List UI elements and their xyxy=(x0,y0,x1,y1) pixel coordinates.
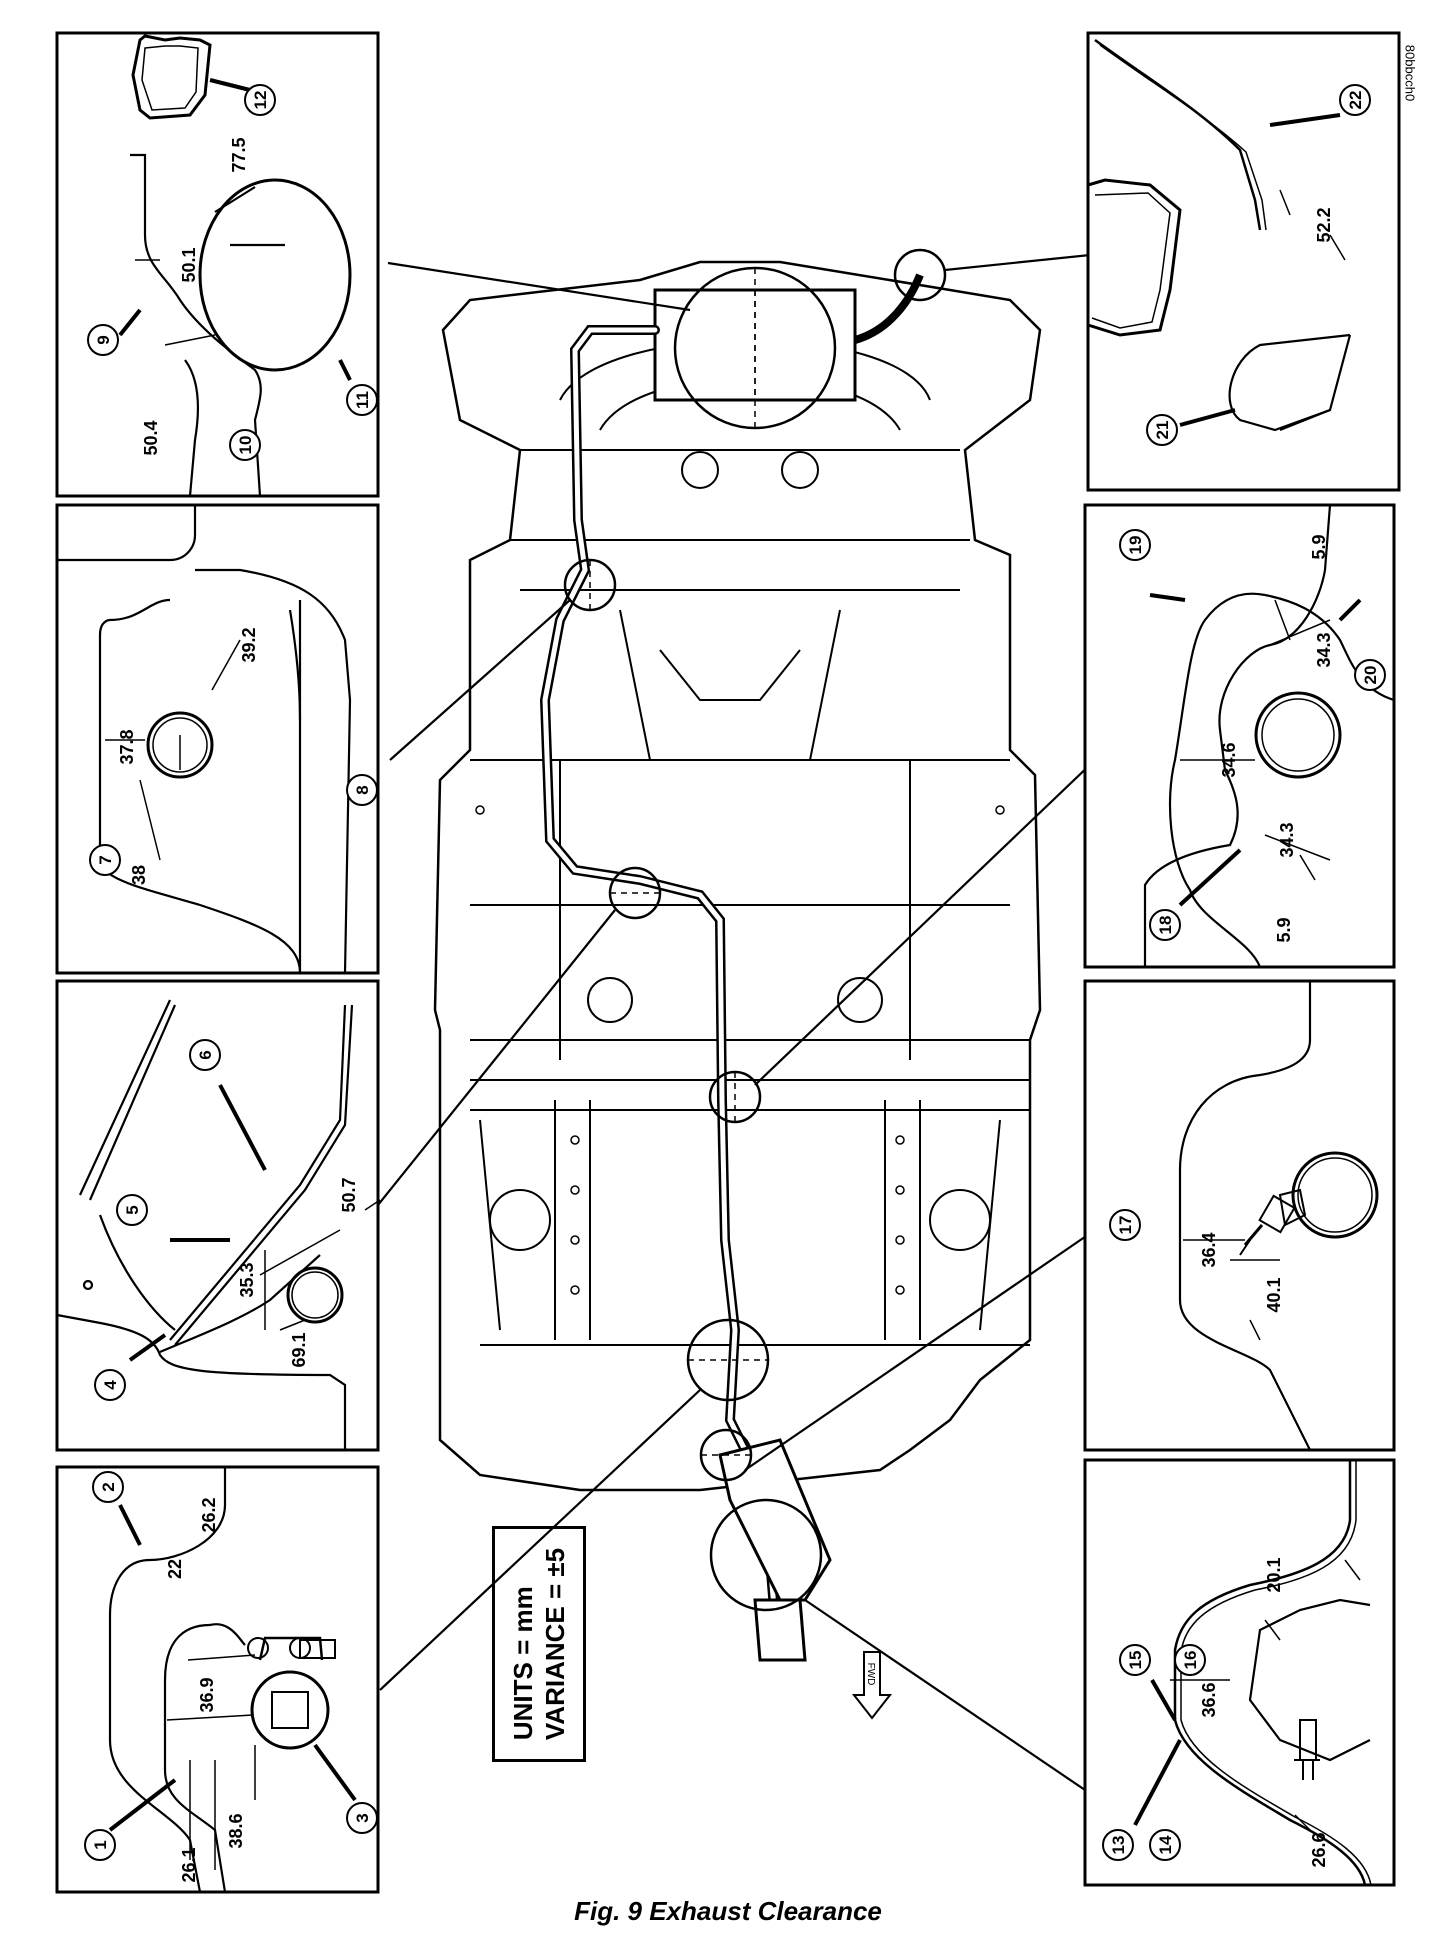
leader-lines xyxy=(377,253,1096,1791)
callout-2-circle xyxy=(92,1471,124,1503)
detail-panel-5: 21 22 52.2 xyxy=(1086,31,1401,492)
measure-38-6: 38.6 xyxy=(226,1813,246,1848)
callout-8-circle xyxy=(346,774,378,806)
callout-1: 1 xyxy=(91,1840,110,1849)
callout-7-circle xyxy=(89,844,121,876)
callout-6-circle xyxy=(189,1039,221,1071)
detail-panel-2: 4 5 6 35.3 50.7 69.1 xyxy=(55,979,381,1452)
figure-caption: Fig. 9 Exhaust Clearance xyxy=(574,1896,882,1926)
measure-50-1: 50.1 xyxy=(179,247,199,282)
callout-14-circle xyxy=(1149,1829,1181,1861)
callout-18: 18 xyxy=(1156,916,1175,935)
callout-3-circle xyxy=(346,1802,378,1834)
callout-11: 11 xyxy=(353,391,372,409)
callout-7: 7 xyxy=(96,855,115,864)
callout-10: 10 xyxy=(236,436,255,455)
callout-9: 9 xyxy=(94,335,113,344)
measure-26-6: 26.6 xyxy=(1309,1832,1329,1867)
measure-26-1: 26.1 xyxy=(179,1847,199,1882)
callout-21: 21 xyxy=(1153,421,1172,440)
callout-22: 22 xyxy=(1346,91,1365,110)
detail-panel-1: 1 2 3 26.2 22 36.9 38.6 26.1 xyxy=(55,1465,380,1894)
callout-5-circle xyxy=(116,1194,148,1226)
measure-5-9-bottom: 5.9 xyxy=(1274,917,1294,942)
callout-22-circle xyxy=(1339,84,1371,116)
callout-4: 4 xyxy=(101,1380,120,1390)
callout-15-circle xyxy=(1119,1644,1151,1676)
measure-50-4: 50.4 xyxy=(141,420,161,455)
vehicle-underbody xyxy=(433,260,1042,1492)
exhaust-system xyxy=(539,273,924,1662)
callout-13-circle xyxy=(1102,1829,1134,1861)
callout-21-circle xyxy=(1146,414,1178,446)
callout-3: 3 xyxy=(353,1813,372,1822)
callout-13: 13 xyxy=(1109,1836,1128,1855)
callout-16-circle xyxy=(1174,1644,1206,1676)
location-circle-21 xyxy=(893,248,947,302)
measure-20-1: 20.1 xyxy=(1264,1557,1284,1592)
measure-39-2: 39.2 xyxy=(239,627,259,662)
measure-36-9: 36.9 xyxy=(197,1677,217,1712)
tailpipe xyxy=(853,273,924,344)
callout-17: 17 xyxy=(1116,1216,1135,1235)
callout-20: 20 xyxy=(1361,666,1380,685)
callout-9-circle xyxy=(87,324,119,356)
image-code-text: 80bbcch0 xyxy=(1402,44,1418,102)
measure-77-5: 77.5 xyxy=(229,137,249,172)
measure-36-4: 36.4 xyxy=(1199,1232,1219,1267)
callout-12: 12 xyxy=(251,91,270,110)
measure-52-2: 52.2 xyxy=(1314,207,1334,242)
callout-1-circle xyxy=(84,1829,116,1861)
callout-15: 15 xyxy=(1126,1651,1145,1670)
measure-22: 22 xyxy=(165,1559,185,1579)
measure-34-3-bottom: 34.3 xyxy=(1277,822,1297,857)
measure-26-2: 26.2 xyxy=(199,1497,219,1532)
detail-panel-6: 18 19 20 5.9 34.3 34.6 34.3 5.9 xyxy=(1083,503,1396,969)
detail-panel-3: 7 8 37.8 38 39.2 xyxy=(55,503,380,975)
units-legend-text: UNITS = mm VARIANCE = ±5 xyxy=(507,1548,571,1740)
detail-panel-4: 9 10 11 12 50.1 50.4 77.5 xyxy=(55,31,380,498)
callout-11-circle xyxy=(346,384,378,416)
measure-5-9-top: 5.9 xyxy=(1309,534,1329,559)
measure-34-3-top: 34.3 xyxy=(1314,632,1334,667)
underbody-outline xyxy=(433,260,1042,1492)
callout-12-circle xyxy=(244,84,276,116)
forward-arrow: FWD xyxy=(851,1650,893,1720)
image-reference-code: 80bbcch0 xyxy=(1398,28,1422,118)
callout-10-circle xyxy=(229,429,261,461)
measure-50-7: 50.7 xyxy=(339,1177,359,1212)
callout-19-circle xyxy=(1119,529,1151,561)
callout-8: 8 xyxy=(353,785,372,794)
callout-16: 16 xyxy=(1181,1651,1200,1670)
callout-14: 14 xyxy=(1156,1835,1175,1854)
variance-line: VARIANCE = ±5 xyxy=(540,1547,570,1741)
measure-34-6: 34.6 xyxy=(1219,742,1239,777)
fwd-label: FWD xyxy=(865,1663,876,1686)
callout-18-circle xyxy=(1149,909,1181,941)
forward-arrow-icon: FWD xyxy=(851,1651,893,1720)
measure-69-1: 69.1 xyxy=(289,1332,309,1367)
callout-5: 5 xyxy=(123,1205,142,1214)
callout-6: 6 xyxy=(196,1050,215,1059)
front-flange xyxy=(753,1598,807,1662)
measure-35-3: 35.3 xyxy=(237,1262,257,1297)
callout-17-circle xyxy=(1109,1209,1141,1241)
units-legend: UNITS = mm VARIANCE = ±5 xyxy=(492,1526,586,1762)
units-line: UNITS = mm xyxy=(508,1586,538,1741)
callout-20-circle xyxy=(1354,659,1386,691)
measure-38: 38 xyxy=(129,865,149,885)
measure-40-1: 40.1 xyxy=(1264,1277,1284,1312)
clearance-locations xyxy=(563,248,947,1612)
detail-panel-8: 13 14 15 16 20.1 36.6 26.6 xyxy=(1083,1458,1396,1887)
callout-4-circle xyxy=(94,1369,126,1401)
measure-37-8: 37.8 xyxy=(117,729,137,764)
detail-panel-7: 17 36.4 40.1 xyxy=(1083,979,1396,1452)
location-circle-13 xyxy=(709,1498,823,1612)
catalytic-converter xyxy=(718,1438,832,1602)
measure-36-6: 36.6 xyxy=(1199,1682,1219,1717)
callout-2: 2 xyxy=(99,1482,118,1491)
callout-19: 19 xyxy=(1126,536,1145,555)
